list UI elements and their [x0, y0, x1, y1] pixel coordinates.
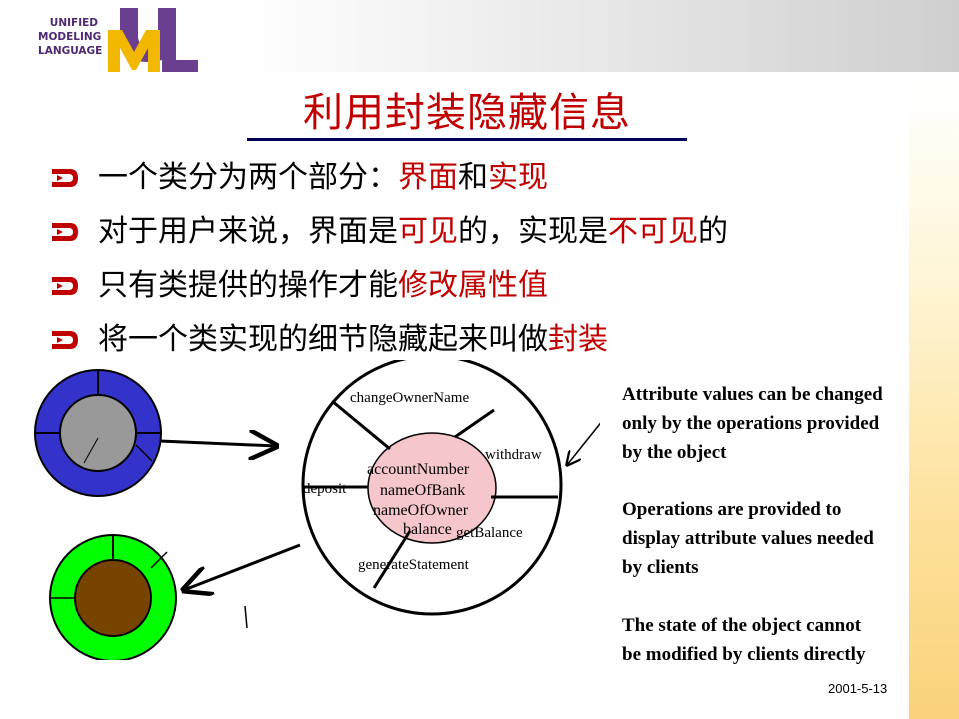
note-pointer-arrow — [567, 422, 600, 465]
uml-logo-text: UNIFIED MODELING LANGUAGE — [38, 16, 103, 58]
client-object-green — [49, 534, 177, 660]
note-operations: Operations are provided to display attri… — [622, 499, 874, 578]
operation-change-owner-name: changeOwnerName — [350, 390, 469, 406]
attribute-account-number: accountNumber — [367, 461, 470, 478]
bullet-text: 对于用户来说，界面是可见的，实现是不可见的 — [98, 214, 728, 249]
bullet-text: 只有类提供的操作才能修改属性值 — [98, 268, 548, 303]
bullet-icon — [52, 331, 78, 349]
note-state: The state of the object cannot be modifi… — [622, 615, 866, 665]
bullet-item-3: 只有类提供的操作才能修改属性值 — [50, 266, 548, 306]
attribute-name-of-owner: nameOfOwner — [373, 502, 469, 519]
side-gradient-band — [909, 80, 959, 719]
bullet-item-1: 一个类分为两个部分：界面和实现 — [50, 158, 548, 198]
bullet-icon — [52, 223, 78, 241]
stray-stroke — [244, 605, 248, 629]
encapsulation-diagram: changeOwnerName withdraw deposit getBala… — [34, 360, 600, 660]
logo-line-modeling: MODELING — [38, 31, 102, 43]
operation-get-balance: getBalance — [456, 525, 523, 541]
attribute-name-of-bank: nameOfBank — [380, 482, 465, 499]
bullet-text: 一个类分为两个部分：界面和实现 — [98, 160, 548, 195]
note-attribute-values: Attribute values can be changed only by … — [622, 384, 883, 463]
bullet-icon — [52, 169, 78, 187]
bullet-item-4: 将一个类实现的细节隐藏起来叫做封装 — [50, 320, 608, 360]
request-arrow — [159, 441, 276, 446]
operation-generate-statement: generateStatement — [358, 557, 470, 573]
response-arrow — [184, 543, 301, 590]
attribute-balance: balance — [403, 521, 452, 538]
bullet-item-2: 对于用户来说，界面是可见的，实现是不可见的 — [50, 212, 728, 252]
bullet-icon — [52, 277, 78, 295]
uml-logo-icon — [108, 8, 198, 72]
logo-line-unified: UNIFIED — [49, 17, 98, 29]
logo-line-language: LANGUAGE — [38, 45, 103, 57]
account-object — [301, 360, 563, 616]
operation-withdraw: withdraw — [485, 447, 542, 463]
bullet-text: 将一个类实现的细节隐藏起来叫做封装 — [98, 322, 608, 357]
operation-deposit: deposit — [303, 481, 347, 497]
slide-date: 2001-5-13 — [828, 681, 888, 696]
title-underline — [247, 138, 687, 141]
slide-title: 利用封装隐藏信息 — [303, 90, 631, 136]
client-object-blue — [34, 369, 162, 497]
